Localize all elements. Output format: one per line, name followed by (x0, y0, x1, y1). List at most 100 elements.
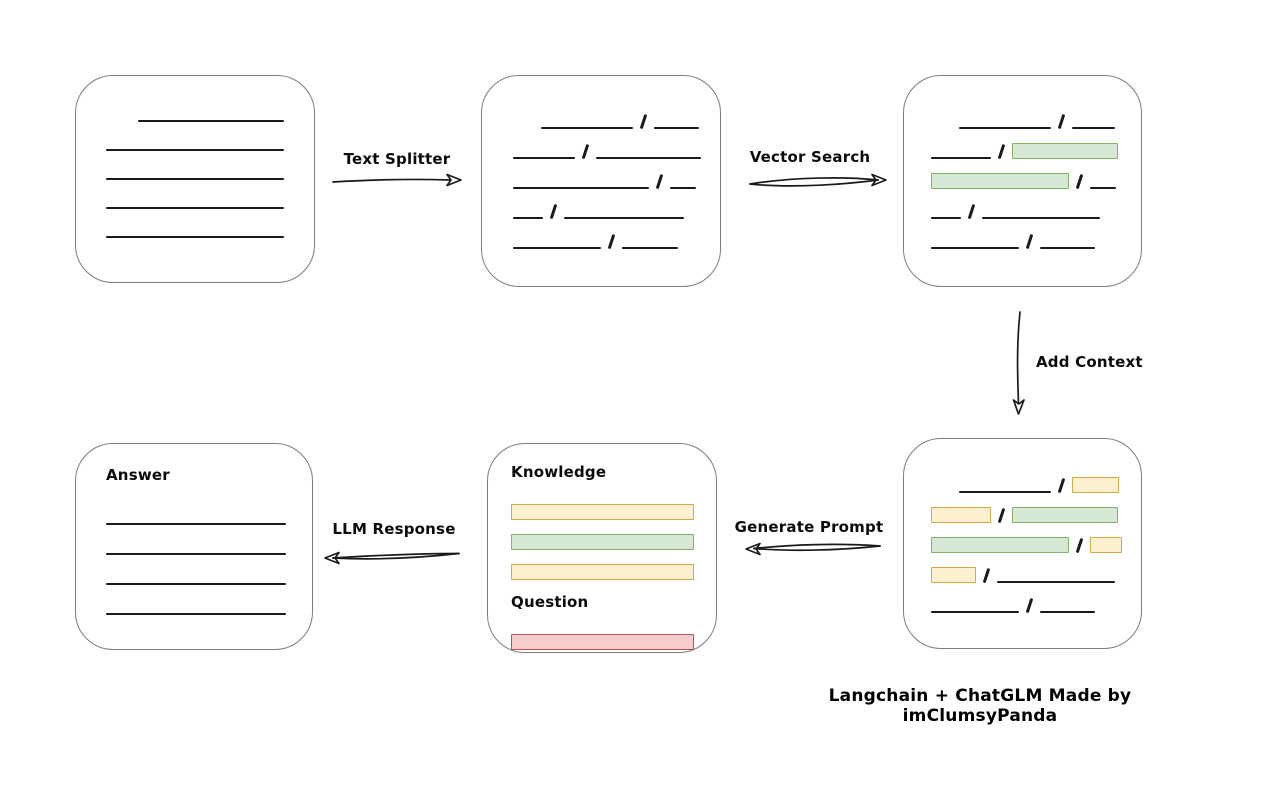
slash-separator (639, 113, 647, 130)
chunk-row (513, 99, 720, 130)
green-chunk-bar (1011, 507, 1118, 523)
slash-separator (967, 203, 975, 220)
vector-search-label: Vector Search (749, 148, 871, 166)
slash-separator (982, 567, 990, 584)
slash-separator (549, 203, 557, 220)
text-line (106, 553, 286, 555)
chunk-row (931, 159, 1141, 190)
slash-separator (607, 233, 615, 250)
llm-response-arrow (324, 551, 460, 565)
chunk-row (511, 490, 716, 520)
text-line (669, 187, 696, 189)
slash-separator (1057, 113, 1065, 130)
chunk-row (931, 523, 1141, 554)
chunk-row (106, 585, 312, 615)
green-chunk-bar (511, 534, 694, 550)
chunk-row (931, 189, 1141, 220)
yellow-chunk-bar (511, 564, 694, 580)
text-line (106, 613, 286, 615)
text-line (931, 611, 1019, 613)
yellow-chunk-bar (1071, 477, 1119, 493)
slash-separator (1075, 537, 1083, 554)
slash-separator (997, 143, 1005, 160)
text-line (106, 583, 286, 585)
text-line (513, 157, 575, 159)
text-line (138, 120, 284, 122)
document-node (75, 75, 315, 283)
text-line (1039, 611, 1095, 613)
answer-title: Answer (106, 466, 170, 484)
chunk-row (511, 620, 716, 650)
text-line (1039, 247, 1095, 249)
knowledge-title: Knowledge (511, 463, 607, 481)
llm-response-label: LLM Response (332, 520, 456, 538)
text-splitter-arrow (332, 173, 462, 187)
text-line (513, 187, 649, 189)
text-line (513, 217, 543, 219)
text-line (996, 581, 1115, 583)
text-line (931, 247, 1019, 249)
chunk-row (513, 219, 720, 250)
yellow-chunk-bar (931, 507, 991, 523)
chunk-row (106, 122, 284, 151)
text-line (981, 217, 1100, 219)
chunk-rows (513, 99, 720, 250)
slash-separator (1025, 597, 1033, 614)
chunk-row (106, 495, 312, 525)
vector-search-results-node (903, 75, 1142, 287)
text-line (621, 247, 678, 249)
green-chunk-bar (1011, 143, 1118, 159)
text-line (106, 236, 284, 238)
text-line (513, 247, 601, 249)
chunk-row (513, 159, 720, 190)
retrieved-rows (931, 99, 1141, 250)
red-chunk-bar (511, 634, 694, 650)
chunk-row (106, 209, 284, 238)
chunk-row (931, 463, 1141, 494)
slash-separator (997, 507, 1005, 524)
text-line (106, 207, 284, 209)
slash-separator (1025, 233, 1033, 250)
vector-search-arrow (749, 173, 887, 187)
chunk-row (931, 583, 1141, 614)
chunk-row (931, 553, 1141, 584)
question-title: Question (511, 593, 589, 611)
chunk-row (513, 189, 720, 220)
text-line (541, 127, 633, 129)
yellow-chunk-bar (1089, 537, 1122, 553)
generate-prompt-arrow (745, 542, 881, 556)
chunk-row (106, 525, 312, 555)
split-chunks-node (481, 75, 721, 287)
answer-node: Answer (75, 443, 313, 650)
yellow-chunk-bar (511, 504, 694, 520)
slash-separator (1075, 173, 1083, 190)
text-line (106, 178, 284, 180)
answer-lines (106, 495, 312, 615)
text-line (106, 149, 284, 151)
yellow-chunk-bar (931, 567, 976, 583)
text-line (106, 523, 286, 525)
add-context-label: Add Context (1036, 353, 1143, 371)
slash-separator (581, 143, 589, 160)
document-lines (106, 93, 284, 238)
text-line (931, 157, 991, 159)
chunk-row (511, 520, 716, 550)
green-chunk-bar (931, 537, 1069, 553)
text-line (1089, 187, 1116, 189)
chunk-row (511, 550, 716, 580)
slash-separator (1057, 477, 1065, 494)
diagram-caption: Langchain + ChatGLM Made by imClumsyPand… (828, 686, 1132, 726)
generate-prompt-label: Generate Prompt (734, 518, 884, 536)
chunk-row (931, 129, 1141, 160)
text-splitter-label: Text Splitter (343, 150, 451, 168)
text-line (563, 217, 684, 219)
chunk-row (513, 129, 720, 160)
chunk-row (931, 493, 1141, 524)
chunk-row (931, 99, 1141, 130)
text-line (931, 217, 961, 219)
chunk-row (106, 555, 312, 585)
chunk-row (106, 180, 284, 209)
question-bars (511, 620, 716, 650)
slash-separator (655, 173, 663, 190)
